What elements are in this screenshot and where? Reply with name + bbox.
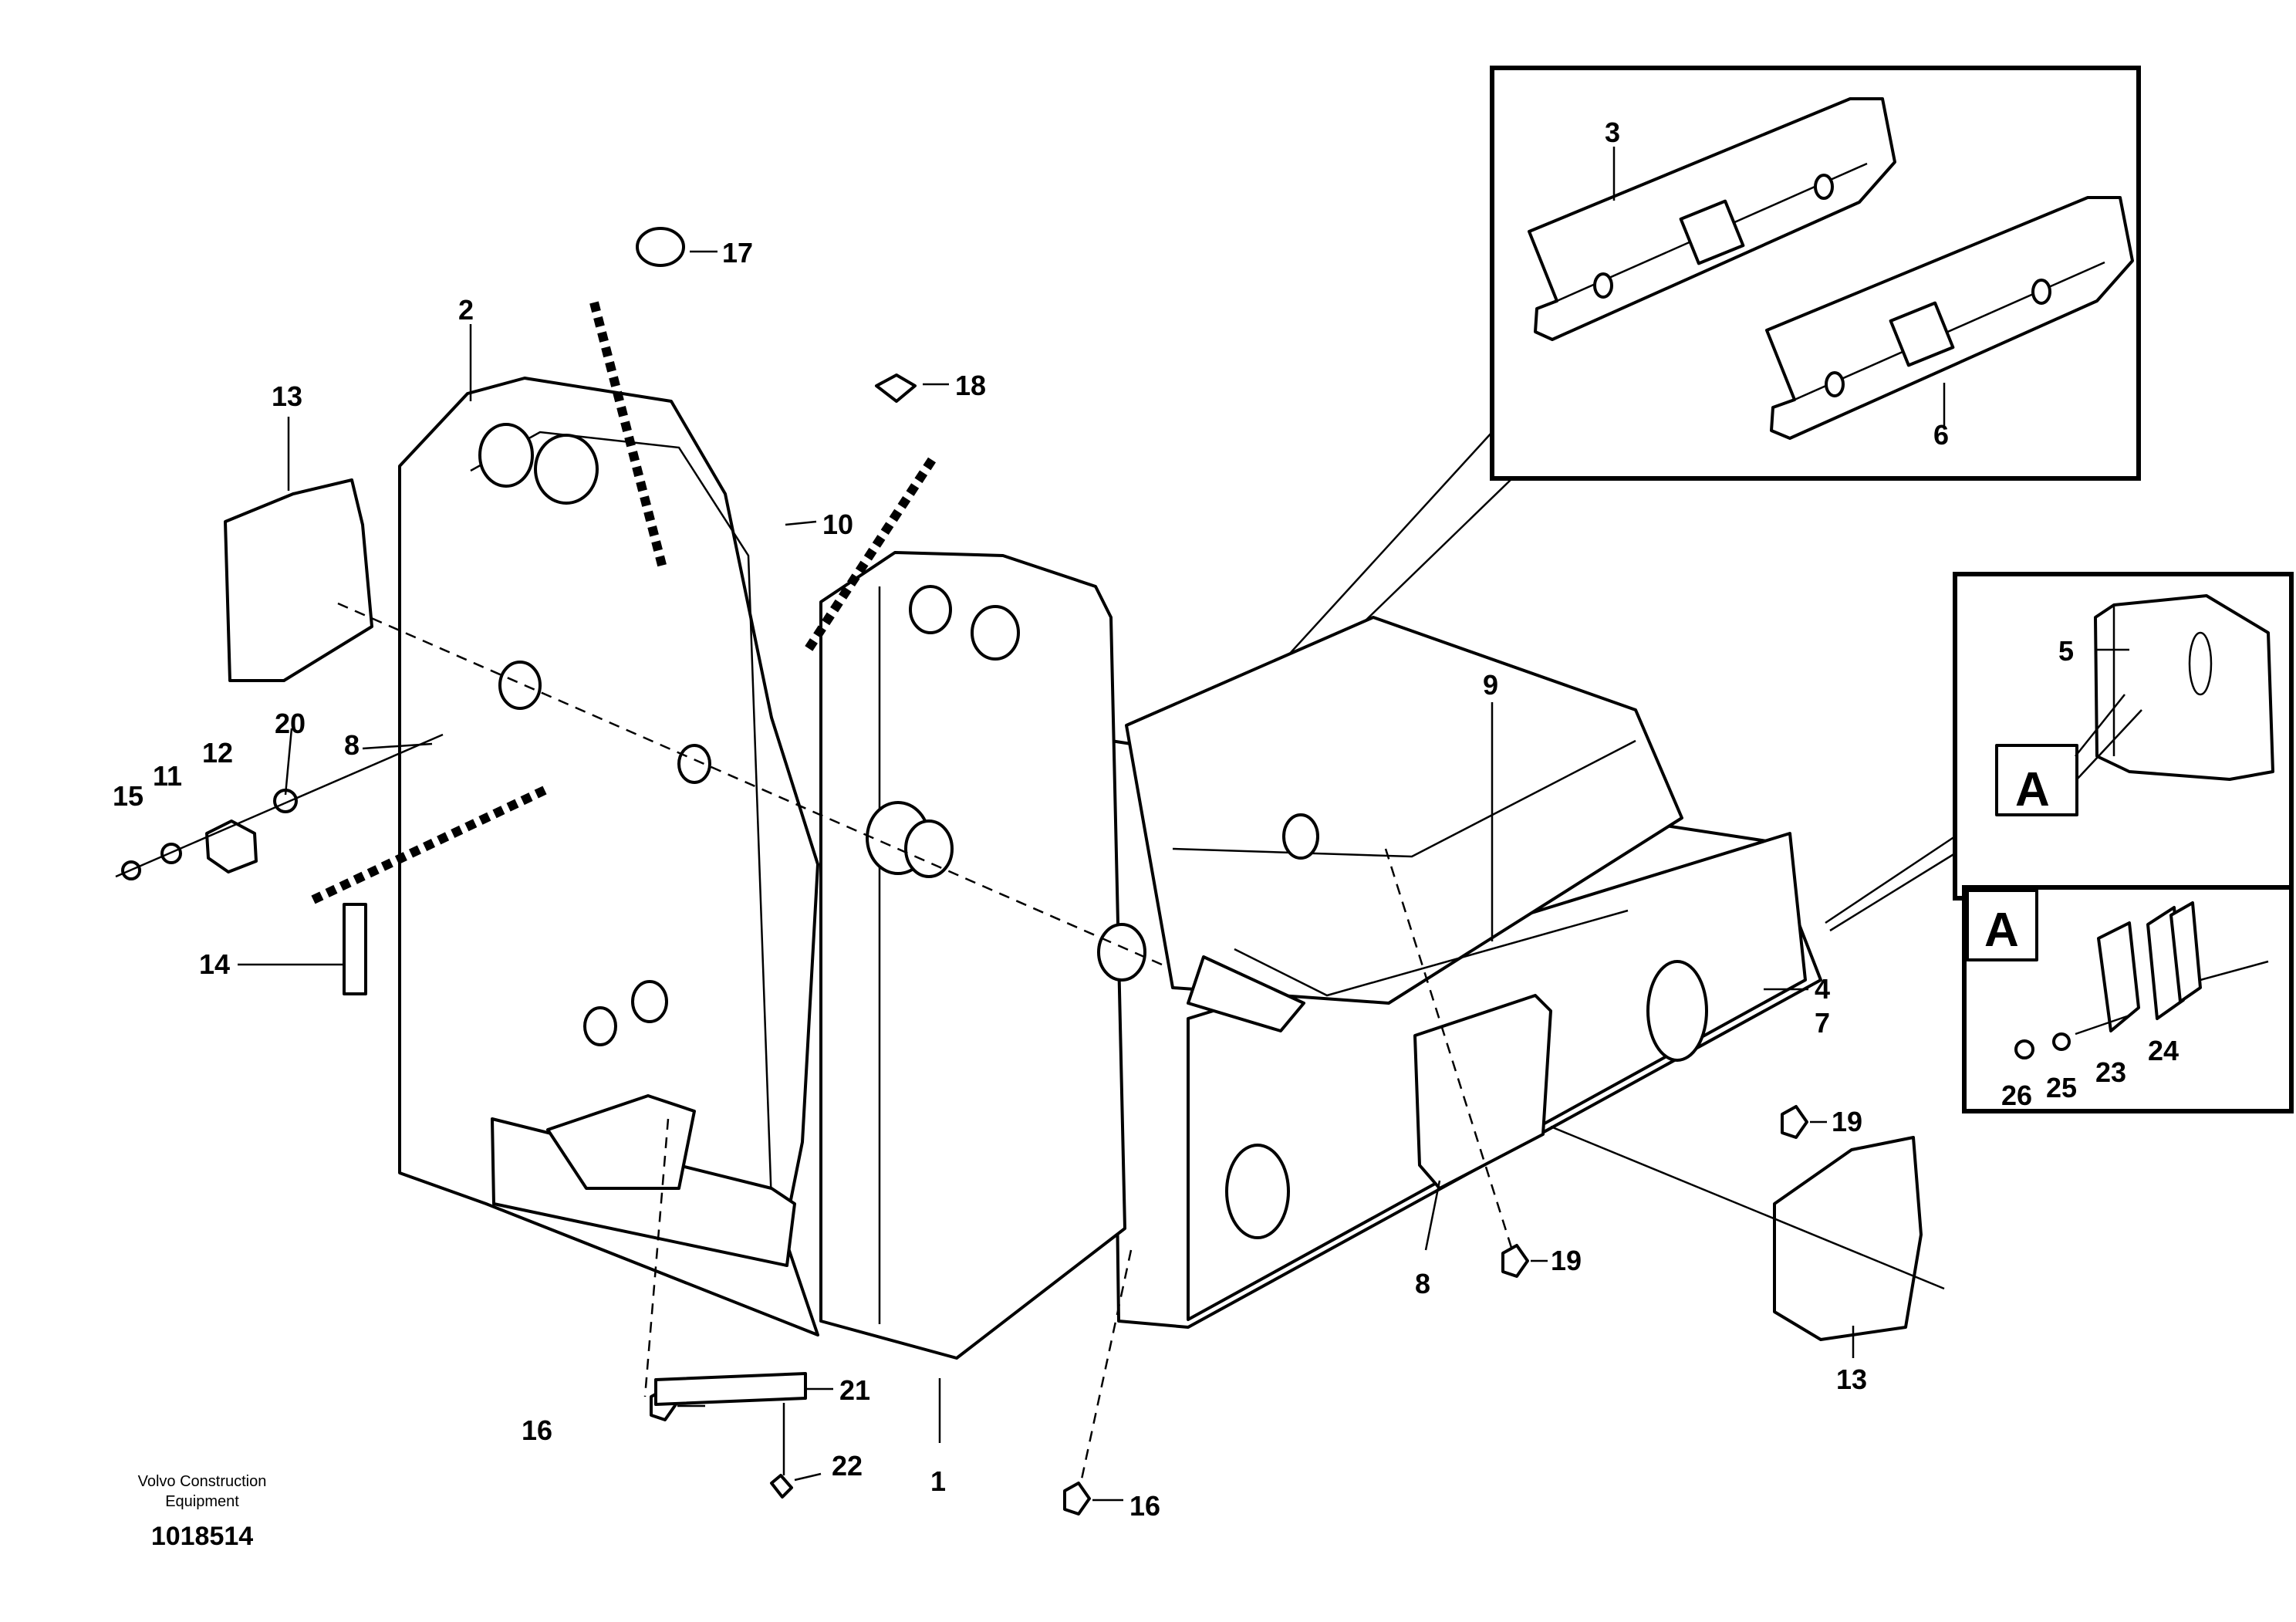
- callout-26: 26: [2001, 1080, 2032, 1111]
- view-label-a-upper: A: [2015, 763, 2050, 816]
- callout-13-right: 13: [1836, 1363, 1867, 1395]
- callout-16-middle: 16: [1129, 1490, 1160, 1522]
- document-number: 1018514: [151, 1522, 253, 1551]
- callout-12: 12: [202, 737, 233, 769]
- callout-2: 2: [458, 294, 474, 326]
- footer: Volvo Construction Equipment 1018514: [138, 1473, 267, 1551]
- callout-labels: 1 2 3 4 5 6 7 8 8 9 10 11 12 13 13 14 15…: [113, 117, 2179, 1522]
- detail-a-lower: [1962, 885, 2294, 1113]
- main-frame: [121, 227, 1923, 1516]
- bracket-part-6: [1765, 196, 2134, 440]
- callout-24: 24: [2148, 1035, 2179, 1066]
- inset-brackets-3-6: [1237, 66, 2141, 718]
- callout-19-right: 19: [1832, 1106, 1862, 1137]
- callout-19-middle: 19: [1551, 1245, 1582, 1276]
- callout-20: 20: [275, 708, 306, 739]
- detail-a-upper: [1825, 572, 2294, 932]
- company-name-line1: Volvo Construction: [138, 1473, 267, 1490]
- callout-8-right: 8: [1415, 1268, 1430, 1299]
- callout-11: 11: [153, 760, 182, 792]
- callout-4: 4: [1815, 973, 1830, 1005]
- leader-lines: [115, 250, 1945, 1502]
- callout-23: 23: [2095, 1056, 2126, 1088]
- cover-plate-13-left: [224, 478, 373, 682]
- view-label-a-lower: A: [1984, 904, 2019, 957]
- callout-8-left: 8: [344, 729, 360, 761]
- callout-1: 1: [930, 1465, 946, 1497]
- callout-5: 5: [2058, 635, 2074, 667]
- callout-25: 25: [2046, 1072, 2077, 1103]
- callout-6: 6: [1933, 419, 1949, 451]
- callout-16-left: 16: [522, 1414, 552, 1446]
- callout-13-left: 13: [272, 380, 302, 412]
- callout-15: 15: [113, 780, 144, 812]
- side-plate-part-2: [398, 377, 819, 1336]
- callout-14: 14: [199, 948, 230, 980]
- callout-7: 7: [1815, 1007, 1830, 1039]
- front-plate-part-1: [819, 551, 1126, 1360]
- callout-17: 17: [722, 237, 753, 269]
- callout-21: 21: [839, 1374, 870, 1406]
- callout-22: 22: [832, 1450, 863, 1482]
- callout-18: 18: [955, 370, 986, 401]
- callout-3: 3: [1605, 117, 1620, 148]
- callout-9: 9: [1483, 669, 1498, 701]
- cover-plate-13-right: [1773, 1136, 1923, 1341]
- company-name-line2: Equipment: [165, 1493, 239, 1510]
- callout-10: 10: [822, 509, 853, 540]
